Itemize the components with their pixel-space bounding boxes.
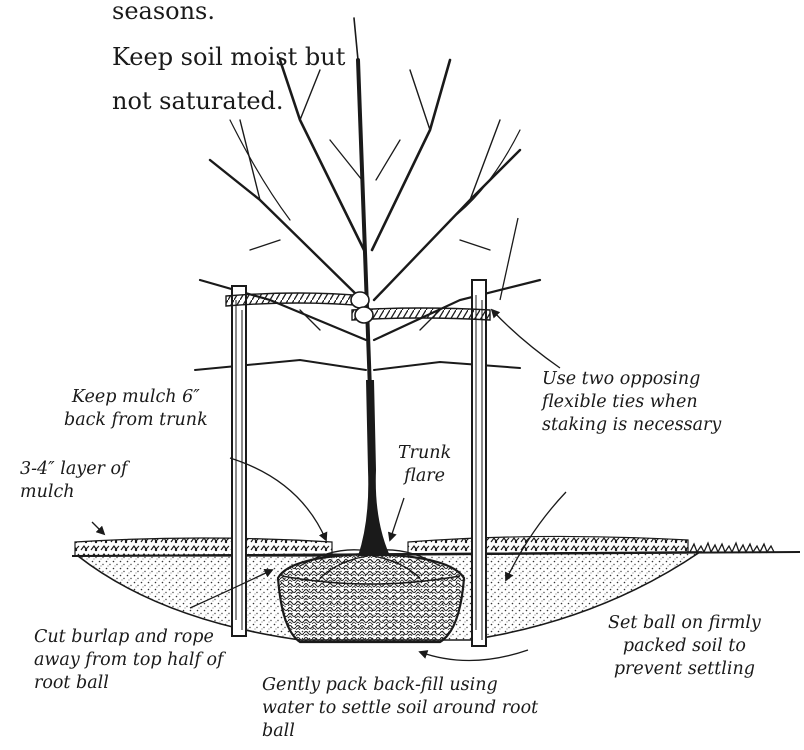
label-backfill: Gently pack back-fill using water to set… [262, 674, 538, 743]
arrow-trunk-flare [390, 498, 404, 540]
header-line-1: seasons. [112, 0, 215, 28]
flexible-ties [226, 292, 490, 323]
label-cut-burlap: Cut burlap and rope away from top half o… [34, 626, 224, 695]
label-ties: Use two opposing flexible ties when stak… [542, 368, 721, 437]
root-ball [278, 550, 464, 642]
label-keep-mulch-back: Keep mulch 6″ back from trunk [64, 386, 208, 432]
label-set-ball: Set ball on firmly packed soil to preven… [608, 612, 761, 681]
label-mulch-layer: 3-4″ layer of mulch [20, 458, 128, 504]
tree-trunk [358, 380, 390, 556]
arrow-ties [492, 310, 560, 368]
arrow-mulch-layer [92, 522, 104, 534]
right-stake [472, 280, 486, 646]
header-line-2: Keep soil moist but [112, 40, 345, 74]
header-line-3: not saturated. [112, 84, 284, 118]
arrow-backfill [420, 650, 528, 661]
label-trunk-flare: Trunk flare [398, 442, 451, 488]
